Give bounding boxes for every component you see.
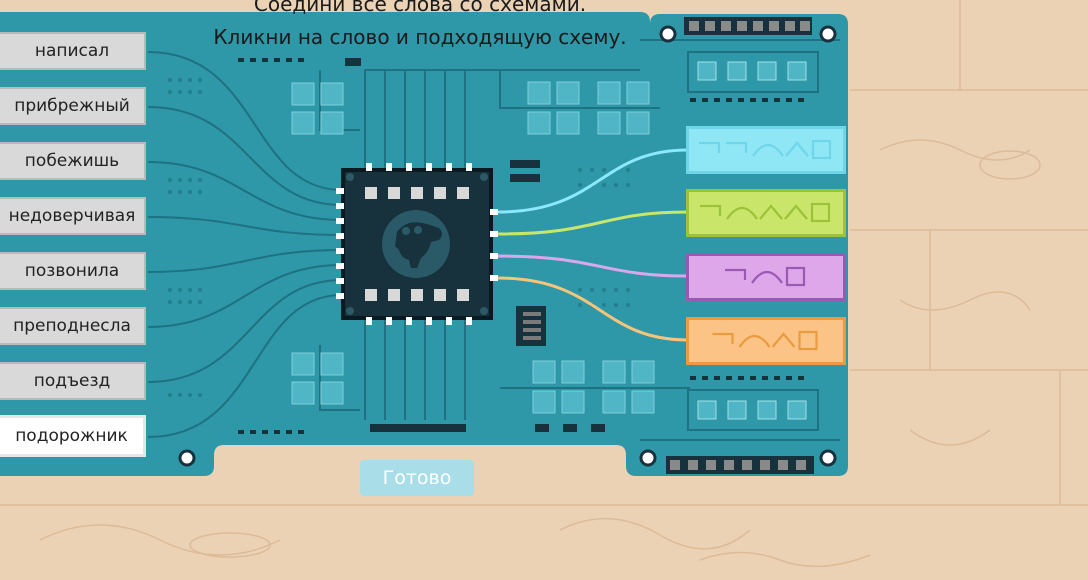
suffix-icon bbox=[784, 204, 808, 220]
ending-icon bbox=[810, 202, 831, 223]
word-card[interactable]: позвонила bbox=[0, 252, 146, 290]
root-icon bbox=[752, 143, 784, 157]
prefix-icon bbox=[726, 141, 748, 153]
ending-icon bbox=[798, 330, 818, 351]
word-card[interactable]: побежишь bbox=[0, 142, 146, 180]
done-button[interactable]: Готово bbox=[360, 460, 474, 496]
word-card[interactable]: недоверчивая bbox=[0, 197, 146, 235]
scheme-card-3[interactable] bbox=[686, 253, 846, 301]
word-card[interactable]: прибрежный bbox=[0, 87, 146, 125]
scheme-card-1[interactable] bbox=[686, 126, 846, 174]
word-card-selected[interactable]: подорожник bbox=[0, 415, 146, 457]
suffix-icon bbox=[759, 204, 783, 220]
root-icon bbox=[738, 334, 771, 348]
prefix-icon bbox=[725, 268, 747, 280]
instruction-line-2: Кликни на слово и подходящую схему. bbox=[213, 25, 627, 49]
instruction-line-1: Соедини все слова со схемами. bbox=[253, 0, 587, 16]
word-card[interactable]: написал bbox=[0, 32, 146, 70]
root-icon bbox=[751, 270, 783, 284]
suffix-icon bbox=[785, 141, 809, 157]
prefix-icon bbox=[700, 204, 722, 216]
prefix-icon bbox=[699, 141, 721, 153]
scheme-card-4[interactable] bbox=[686, 317, 846, 365]
instructions: Соедини все слова со схемами. Кликни на … bbox=[170, 0, 670, 54]
word-card[interactable]: преподнесла bbox=[0, 307, 146, 345]
scheme-card-background bbox=[686, 126, 846, 174]
root-icon bbox=[726, 206, 758, 220]
scheme-card-2[interactable] bbox=[686, 189, 846, 237]
ending-icon bbox=[785, 266, 806, 287]
ending-icon bbox=[811, 139, 832, 160]
scheme-card-background bbox=[686, 253, 846, 301]
prefix-icon bbox=[712, 332, 734, 344]
word-card[interactable]: подъезд bbox=[0, 362, 146, 400]
suffix-icon bbox=[771, 332, 796, 348]
